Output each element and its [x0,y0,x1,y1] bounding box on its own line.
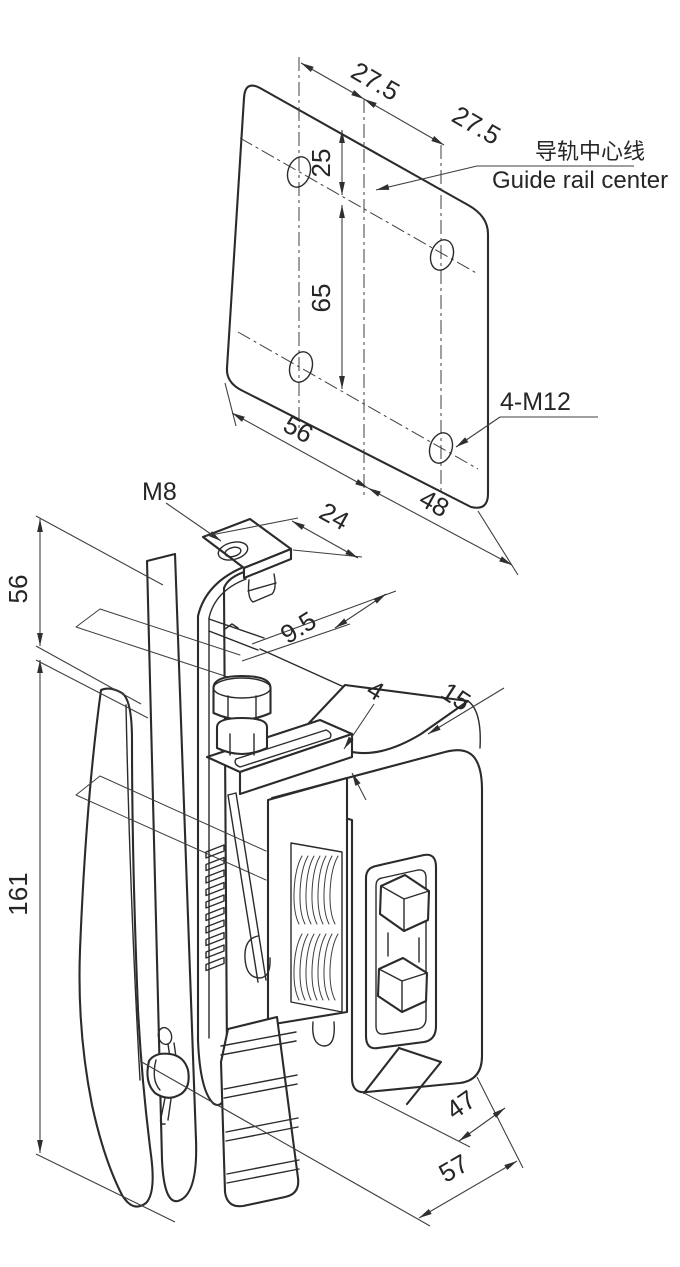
dim-leader-4-lower [351,772,367,801]
phantom-rail-lower [75,775,267,881]
bracket-bar-inner-edge [208,578,247,1039]
cotter-pin [146,1026,190,1125]
plate-centerline-row1 [239,137,479,275]
m12-hole-top-left [286,156,312,188]
dim-27-5-right: 27.5 [447,100,506,151]
callout-m8: M8 [142,478,177,506]
m8-hole-outer [217,541,249,561]
dim-line-27-5-left [300,62,365,100]
callout-4-m12: 4-M12 [500,388,571,416]
m12-hole-bottom-left [288,351,314,383]
label-guide-rail-center-zh: 导轨中心线 [535,139,645,164]
dim-leader-4-upper [343,703,375,750]
dim-47-depth: 47 [440,1084,481,1125]
bracket-tab-front [242,547,293,580]
leader-4-m12 [455,416,501,448]
dim-24: 24 [314,496,354,536]
housing-lobe-bottom [312,1021,335,1047]
dim-line-56-plate [231,412,369,489]
dim-9-5: 9.5 [275,605,322,650]
foot-ribs [220,1031,300,1184]
clamp-assembly-view [75,517,484,1208]
dim-161-height: 161 [3,872,33,915]
body-bottom-notch [362,1046,443,1106]
ext-lines-heights [35,515,176,1223]
dim-56-height: 56 [3,575,33,604]
m12-hole-bottom-right [428,432,454,464]
leader-guide-rail [375,165,478,191]
rack-teeth [205,844,225,972]
wedge-bar [227,792,267,983]
bracket-rear-plate [145,552,198,1203]
phantom-rail-upper [75,608,241,682]
body-roof-edge [467,700,481,749]
foot-block [219,1015,300,1208]
lever-arm [78,687,154,1208]
dim-line-9-5 [334,593,387,629]
label-guide-rail-center-en: Guide rail center [492,167,668,194]
bolt-shaft-lines [387,932,420,963]
m8-bolt-under-tab [247,573,277,603]
upper-arm-front [238,732,354,796]
coil-spring-lower [293,933,339,1001]
spring-housing [266,776,349,1027]
dim-25: 25 [306,149,336,178]
ext-lines-base [139,1060,524,1227]
dim-line-47 [458,1107,506,1142]
housing-lobe-left [244,935,271,979]
dim-line-57 [418,1160,518,1219]
coil-spring-upper [293,855,339,925]
m8-hole-inner [224,546,242,558]
leader-m8 [165,502,222,542]
dim-leader-15 [427,687,505,735]
upper-arm-slot [234,729,332,768]
body-rear-top-edges [208,618,345,688]
ext-lines-9-5 [241,590,397,662]
adjustment-bolt-stack [212,674,272,756]
m12-hole-mid-right [429,239,455,271]
lever-crease [125,704,141,1081]
dim-line-48-plate [367,487,513,566]
hex-bolt-lower-facets [378,968,428,1013]
plate-centerline-row2 [237,331,479,470]
dim-65: 65 [306,284,336,313]
plate-outline [225,84,490,509]
dim-27-5-left: 27.5 [346,56,405,107]
dim-line-27-5-right [363,98,445,146]
bracket-bar [196,564,249,1107]
hex-bolt-upper-facets [380,885,430,932]
spring-window [290,842,343,1013]
dim-line-24 [291,520,359,559]
body-cavity-inner [375,869,427,1035]
dim-57-width: 57 [433,1148,473,1188]
